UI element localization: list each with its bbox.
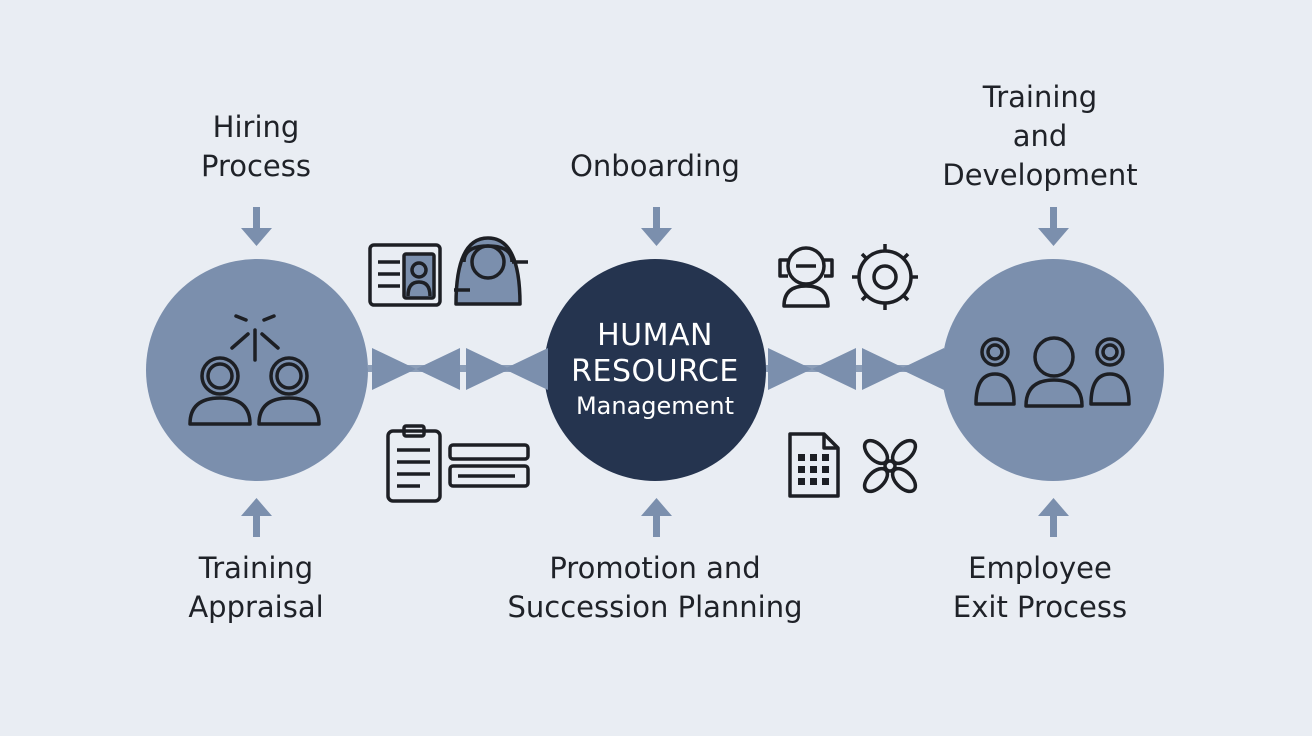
hrm-center-circle: HUMAN RESOURCE Management [544,259,766,481]
arrow-down-onboarding [641,207,672,246]
arrow-down-hiring [241,207,272,246]
label-training-development: Training and Development [942,80,1138,192]
arrow-up-exit [1038,498,1069,537]
support-person-icon [778,246,834,308]
exit-circle [942,259,1164,481]
center-subtitle: Management [575,392,735,420]
hiring-circle [146,259,368,481]
label-training-appraisal: Training Appraisal [188,551,324,624]
center-title-line1: HUMAN [597,318,713,353]
arrow-up-appraisal [241,498,272,537]
label-employee-exit: Employee Exit Process [952,551,1128,624]
two-people-icon [188,314,321,426]
label-onboarding: Onboarding [570,149,740,183]
vertical-arrows [241,207,1069,537]
group-icon [974,336,1131,408]
flower-icon [862,438,918,494]
center-title-line2: RESOURCE [571,354,739,389]
left-connector [368,348,548,390]
id-card-icon [368,243,442,307]
arrow-down-training-development [1038,207,1069,246]
clipboard-icon [386,424,442,503]
arrow-up-promotion [641,498,672,537]
text-lines-icon [448,443,530,488]
label-promotion-succession: Promotion and Succession Planning [507,551,803,624]
spreadsheet-icon [788,432,840,498]
label-hiring-process: Hiring Process [200,110,311,183]
right-connector [766,348,944,390]
headset-agent-icon [454,236,528,306]
gear-icon [852,244,918,310]
